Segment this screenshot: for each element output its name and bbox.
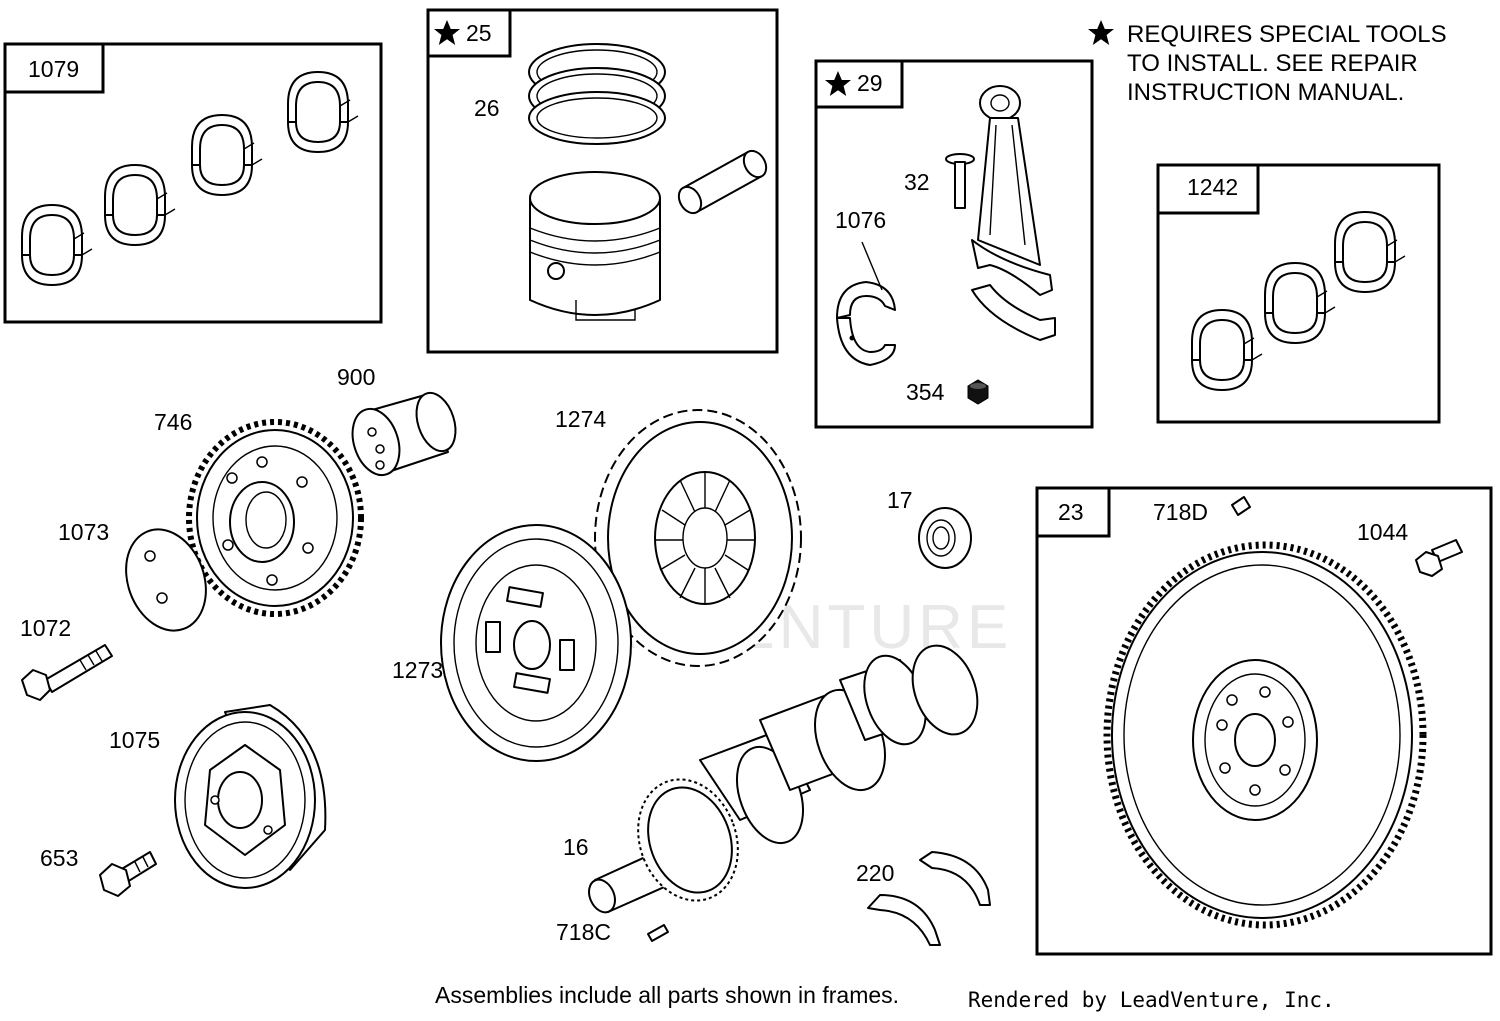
label-1273: 1273: [392, 657, 443, 683]
label-653: 653: [40, 845, 78, 871]
label-1073: 1073: [58, 519, 109, 545]
part-900-bushing: [351, 391, 457, 477]
note-line-1: REQUIRES SPECIAL TOOLS: [1127, 21, 1447, 48]
frame-label-23: 23: [1058, 499, 1084, 525]
note-star-icon: [1088, 20, 1114, 45]
rod-bearing-1: [1191, 309, 1263, 391]
label-1076: 1076: [835, 207, 886, 233]
label-900: 900: [337, 364, 375, 390]
rod-bearing-3: [1334, 211, 1406, 293]
label-718D: 718D: [1153, 499, 1208, 525]
frame-23: 23 718D 1044: [1035, 486, 1493, 956]
note-line-3: INSTRUCTION MANUAL.: [1127, 79, 1404, 106]
frame-label-29: 29: [857, 70, 883, 96]
piston-pin: [677, 149, 768, 215]
frame-label-1242: 1242: [1187, 174, 1238, 200]
star-icon: [825, 71, 851, 96]
label-1075: 1075: [109, 727, 160, 753]
part-746-gear: [186, 419, 364, 617]
part-17-bearing: [918, 507, 972, 569]
main-bearing-1: [21, 204, 93, 286]
rod-bearing: [836, 281, 896, 366]
piston-rings: [528, 43, 666, 145]
label-354: 354: [906, 379, 945, 405]
part-1273-clutch-disc: [440, 524, 632, 762]
main-bearing-4: [287, 71, 359, 153]
part-1075-pulley: [174, 704, 327, 889]
part-16-crankshaft: [588, 644, 979, 914]
part-718C-pin: [647, 924, 669, 942]
label-746: 746: [154, 409, 192, 435]
part-23-flywheel: [1103, 541, 1427, 929]
frame-25: 25 26: [426, 8, 779, 354]
label-1044: 1044: [1357, 519, 1408, 545]
frame-1079: 1079: [3, 42, 383, 324]
part-718D-dowel: [1231, 496, 1251, 516]
frame-label-1079: 1079: [28, 56, 79, 82]
leader-1076: [861, 241, 883, 291]
part-1073-plate: [125, 528, 207, 632]
part-1274-pressure-plate: [594, 409, 802, 667]
frame-1242: 1242: [1156, 163, 1441, 424]
footer-rendered-by: Rendered by LeadVenture, Inc.: [968, 988, 1335, 1012]
frame-29: 29 32 1076 354: [814, 59, 1094, 429]
frame-label-25: 25: [466, 20, 492, 46]
label-1274: 1274: [555, 406, 606, 432]
label-16: 16: [563, 834, 589, 860]
label-718C: 718C: [556, 919, 611, 945]
special-tools-note: REQUIRES SPECIAL TOOLS TO INSTALL. SEE R…: [1088, 20, 1447, 106]
rod-bearing-2: [1264, 262, 1336, 344]
note-line-2: TO INSTALL. SEE REPAIR: [1127, 50, 1418, 77]
con-rod-bolt: [945, 153, 975, 209]
footer-assemblies-note: Assemblies include all parts shown in fr…: [435, 982, 899, 1008]
label-220: 220: [856, 860, 894, 886]
label-32: 32: [904, 169, 930, 195]
main-bearing-3: [191, 114, 263, 196]
label-26: 26: [474, 95, 500, 121]
piston: [529, 171, 661, 321]
part-1072-bolt: [21, 644, 113, 701]
star-icon: [434, 20, 460, 45]
connecting-rod: [971, 85, 1056, 341]
main-bearing-2: [104, 164, 176, 246]
label-17: 17: [887, 487, 913, 513]
part-1044-bolt: [1415, 539, 1463, 577]
part-653-bolt: [99, 851, 157, 897]
label-1072: 1072: [20, 615, 71, 641]
part-220-thrust-washers: [867, 851, 991, 946]
con-rod-nut: [967, 379, 989, 405]
